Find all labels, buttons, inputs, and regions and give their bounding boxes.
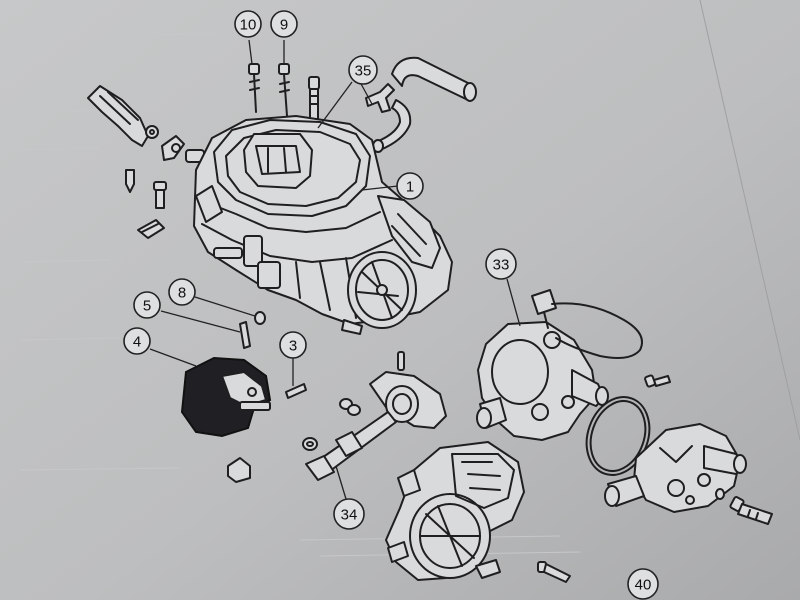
screw-long xyxy=(308,76,320,120)
small-washer-right xyxy=(715,488,725,500)
svg-text:1: 1 xyxy=(406,179,414,196)
callout-3: 3 xyxy=(279,331,307,359)
callout-5: 5 xyxy=(133,291,161,319)
svg-text:35: 35 xyxy=(355,63,372,80)
screw-9 xyxy=(278,63,290,117)
carburetor-body xyxy=(193,115,453,335)
leader-lines xyxy=(149,39,521,500)
hose-upper xyxy=(391,56,477,102)
washer-pair xyxy=(339,398,361,416)
small-bolt-left xyxy=(153,181,167,209)
shaft-assembly-34 xyxy=(305,371,447,481)
callout-35: 35 xyxy=(348,55,378,85)
show-through-lines xyxy=(19,33,581,557)
svg-text:8: 8 xyxy=(178,285,186,302)
clip-bottom-left xyxy=(227,457,251,483)
small-screw-left xyxy=(125,169,135,193)
float-4 xyxy=(180,356,272,438)
washer-small xyxy=(302,437,318,451)
bolt-right xyxy=(729,496,773,525)
svg-text:5: 5 xyxy=(143,298,151,315)
sensor-housing-33 xyxy=(476,289,643,441)
cover-housing-40 xyxy=(604,423,747,513)
callout-33: 33 xyxy=(485,248,517,280)
svg-text:3: 3 xyxy=(289,338,297,355)
svg-text:9: 9 xyxy=(280,17,288,34)
callout-8: 8 xyxy=(168,278,196,306)
lower-housing xyxy=(385,441,525,581)
callout-4: 4 xyxy=(123,327,151,355)
callout-1: 1 xyxy=(396,172,424,200)
pin-5 xyxy=(239,321,251,349)
o-ring xyxy=(585,396,651,476)
callout-9: 9 xyxy=(270,10,298,38)
page-edge-shadow xyxy=(699,0,800,441)
screw-10 xyxy=(248,63,260,113)
svg-text:10: 10 xyxy=(240,17,257,34)
svg-text:33: 33 xyxy=(493,257,510,274)
screw-bottom xyxy=(537,561,571,583)
svg-text:40: 40 xyxy=(635,577,652,594)
callout-40: 40 xyxy=(627,568,659,600)
clip-left xyxy=(137,219,165,239)
svg-text:4: 4 xyxy=(133,334,141,351)
tee-connector xyxy=(365,83,395,113)
plug-8 xyxy=(254,311,266,325)
svg-text:34: 34 xyxy=(341,507,358,524)
callout-10: 10 xyxy=(234,10,262,38)
screw-small-right xyxy=(644,374,671,388)
throttle-linkage xyxy=(87,85,205,163)
small-pin-center xyxy=(397,351,405,371)
callout-34: 34 xyxy=(333,498,365,530)
pin-3 xyxy=(285,383,307,399)
